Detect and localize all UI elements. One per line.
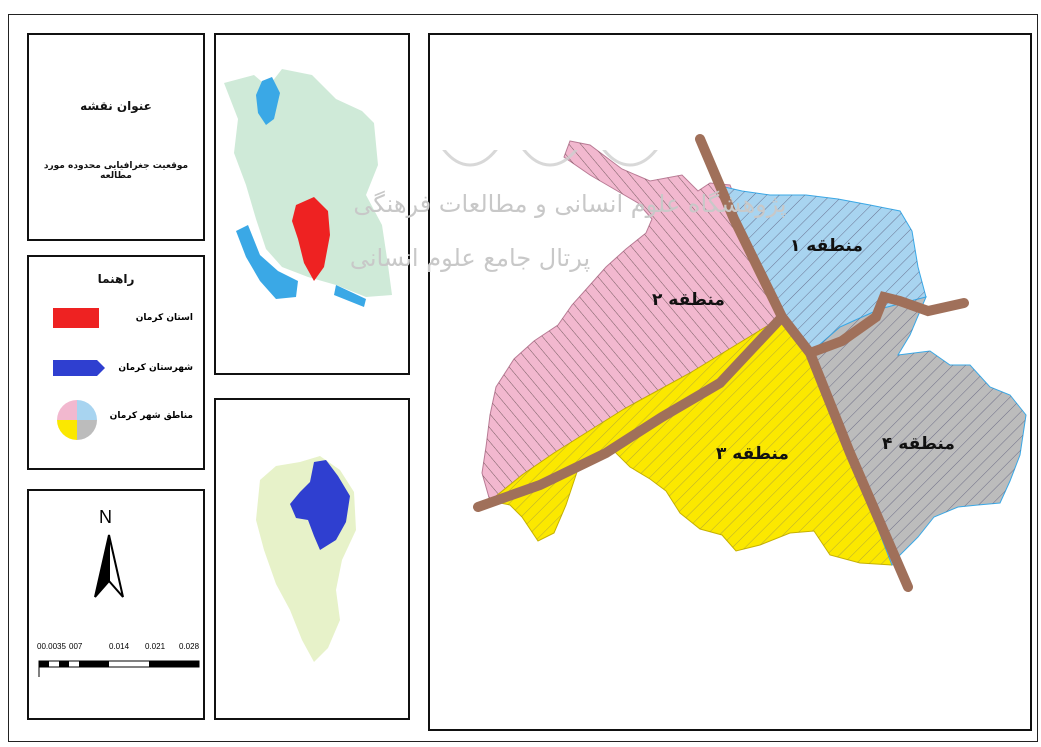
map-frame: [8, 14, 1038, 742]
legend-label-districts: مناطق شهر کرمان: [109, 411, 193, 421]
iran-inset-map: [214, 33, 410, 375]
legend-swatch-county: [53, 360, 105, 376]
kerman-city-districts-map: منطقه ۱ منطقه ۲ منطقه ۳ منطقه ۴: [428, 33, 1032, 731]
region-1-label: منطقه ۱: [790, 236, 863, 256]
legend-item-districts: مناطق شهر کرمان: [43, 397, 193, 443]
region-3-label: منطقه ۳: [716, 444, 789, 464]
road-east: [805, 291, 969, 358]
kerman-province-graphic: [256, 456, 356, 662]
legend-panel: راهنما استان کرمان شهرستان کرمان مناطق ش…: [27, 255, 205, 470]
north-arrow-icon: [94, 534, 124, 598]
iran-map-graphic: [224, 69, 392, 307]
map-title-heading: عنوان نقشه: [80, 99, 152, 113]
map-title-panel: عنوان نقشه موقعیت جغرافیایی محدوده مورد …: [27, 33, 205, 241]
legend-heading: راهنما: [97, 272, 135, 286]
region-2-area: [481, 140, 783, 502]
scale-bar-icon: [38, 660, 200, 677]
region-3-area: [488, 316, 893, 566]
north-label: N: [99, 507, 112, 527]
legend-swatch-districts: [57, 400, 97, 440]
legend-label-county: شهرستان کرمان: [118, 363, 193, 373]
scale-tick-2: 0.014: [109, 642, 130, 651]
scale-tick-4: 0.028: [179, 642, 200, 651]
region-4-label: منطقه ۴: [882, 434, 955, 454]
scale-tick-1: 007: [69, 642, 83, 651]
scale-north-panel: N 00.0035 007 0.014 0.021 0.028: [27, 489, 205, 720]
road-north-south: [695, 134, 913, 592]
kerman-province-inset-map: [214, 398, 410, 720]
scale-tick-0: 00.0035: [37, 642, 66, 651]
map-title-subtitle: موقعیت جغرافیایی محدوده مورد مطالعه: [43, 161, 189, 181]
road-west: [473, 312, 787, 512]
legend-item-province: استان کرمان: [43, 305, 193, 335]
legend-item-county: شهرستان کرمان: [43, 355, 193, 385]
legend-swatch-province: [53, 308, 99, 328]
region-2-label: منطقه ۲: [652, 290, 725, 310]
scale-tick-3: 0.021: [145, 642, 166, 651]
region-4-area: [809, 296, 1027, 566]
legend-label-province: استان کرمان: [135, 313, 193, 323]
districts-map-graphic: منطقه ۱ منطقه ۲ منطقه ۳ منطقه ۴: [473, 134, 1027, 592]
